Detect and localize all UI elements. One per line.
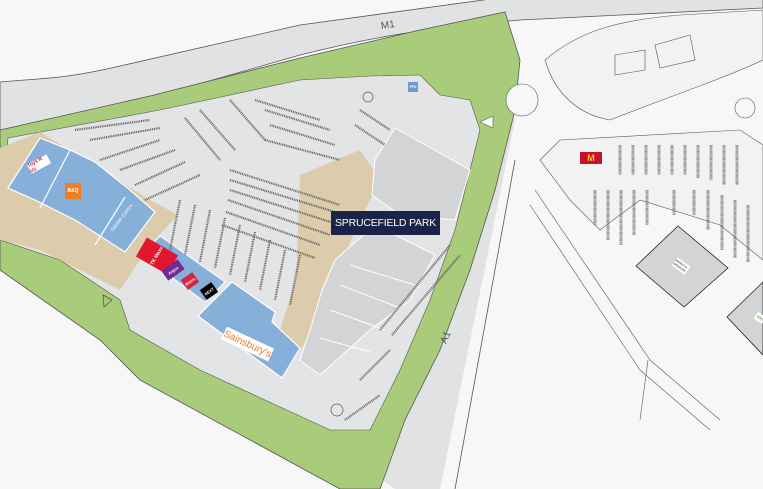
m1-road-label: M1	[380, 19, 396, 32]
store-mcdonalds-logo[interactable]: M	[580, 152, 602, 164]
sainsburys-building	[197, 281, 301, 379]
store-bq-logo[interactable]: B&Q	[65, 183, 81, 199]
m1-road	[0, 0, 763, 133]
unit-terrace	[299, 224, 436, 376]
central-unit	[371, 127, 471, 221]
petrol-station-icon[interactable]: PFS	[408, 82, 418, 92]
marks2-unit	[726, 281, 763, 356]
park-title-label[interactable]: SPRUCEFIELD PARK	[331, 211, 440, 235]
car-park-rows	[74, 98, 461, 421]
